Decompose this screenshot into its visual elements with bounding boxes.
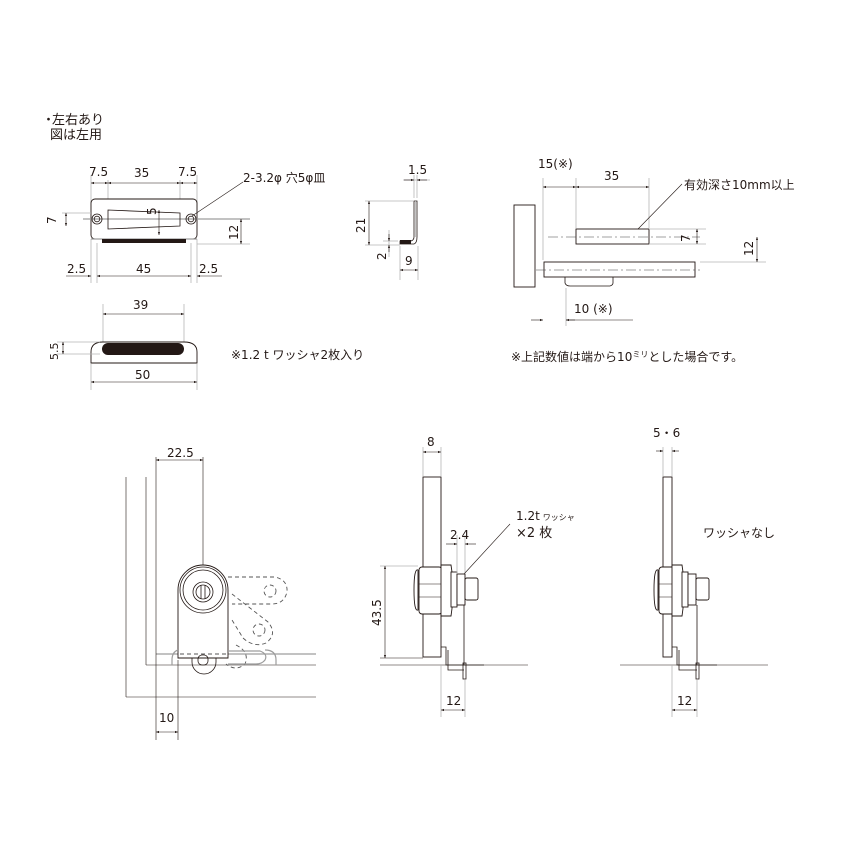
dim-offset: 12 — [677, 694, 692, 708]
hole-callout: 2-3.2φ 穴5φ皿 — [243, 170, 325, 185]
plate-side-view: 1.5 21 2 9 — [354, 163, 430, 280]
dim-thickness: 1.5 — [408, 163, 427, 177]
dim-bottom: 45 — [136, 262, 151, 276]
dim-height: 21 — [354, 218, 368, 233]
note-left-right: 左右あり — [52, 113, 104, 128]
dim-slot: 39 — [133, 298, 148, 312]
no-washer-label: ワッシャなし — [703, 526, 775, 540]
dim-offset: 12 — [446, 694, 461, 708]
dim-left-edge: 2.5 — [67, 262, 86, 276]
dim-right-edge: 2.5 — [199, 262, 218, 276]
dim-edge: 10 (※) — [574, 302, 613, 316]
dim-height: 43.5 — [370, 599, 384, 626]
install-view: 15(※) 35 有効深さ10mm以上 7 12 10 (※) — [513, 157, 795, 326]
dim-right-margin: 7.5 — [178, 165, 197, 179]
measure-note: ※上記数値は端から10ミリとした場合です。 — [511, 349, 743, 364]
dim-foot: 9 — [405, 254, 413, 268]
dim-washer: 2.4 — [450, 528, 469, 542]
plate-top-view: 7.5 35 7.5 5 7 12 2-3.2φ 穴5φ皿 — [45, 165, 325, 283]
front-install-view: 22.5 10 — [125, 446, 316, 740]
dim-thickness: 5.5 — [48, 343, 61, 361]
note-bullet: ・ — [42, 113, 55, 128]
dim-hole-offset: 7 — [45, 216, 59, 224]
dim-height: 12 — [742, 241, 756, 256]
dim-hole: 7 — [679, 234, 693, 242]
dim-edge: 10 — [159, 711, 174, 725]
section-no-washer: 5・6 ワッシャなし 12 — [620, 426, 775, 717]
variant-note: ・ 左右あり 図は左用 — [42, 113, 104, 143]
dim-length: 35 — [604, 169, 619, 183]
dim-lip: 2 — [375, 252, 389, 260]
dim-width: 50 — [135, 368, 150, 382]
dim-panel: 8 — [427, 435, 435, 449]
dim-height: 12 — [227, 225, 241, 240]
washer-count: ×2 枚 — [516, 526, 552, 541]
dim-center: 22.5 — [167, 446, 194, 460]
depth-callout: 有効深さ10mm以上 — [684, 177, 795, 192]
washer-view: 39 5.5 50 ※1.2 t ワッシャ2枚入り — [48, 298, 364, 390]
dim-center: 35 — [134, 166, 149, 180]
dim-panel: 5・6 — [653, 426, 680, 440]
dim-slot-height: 5 — [145, 207, 159, 215]
dim-offset: 15(※) — [538, 157, 573, 171]
note-left-shown: 図は左用 — [50, 128, 102, 143]
washer-note: ※1.2 t ワッシャ2枚入り — [231, 347, 364, 362]
dim-left-margin: 7.5 — [89, 165, 108, 179]
